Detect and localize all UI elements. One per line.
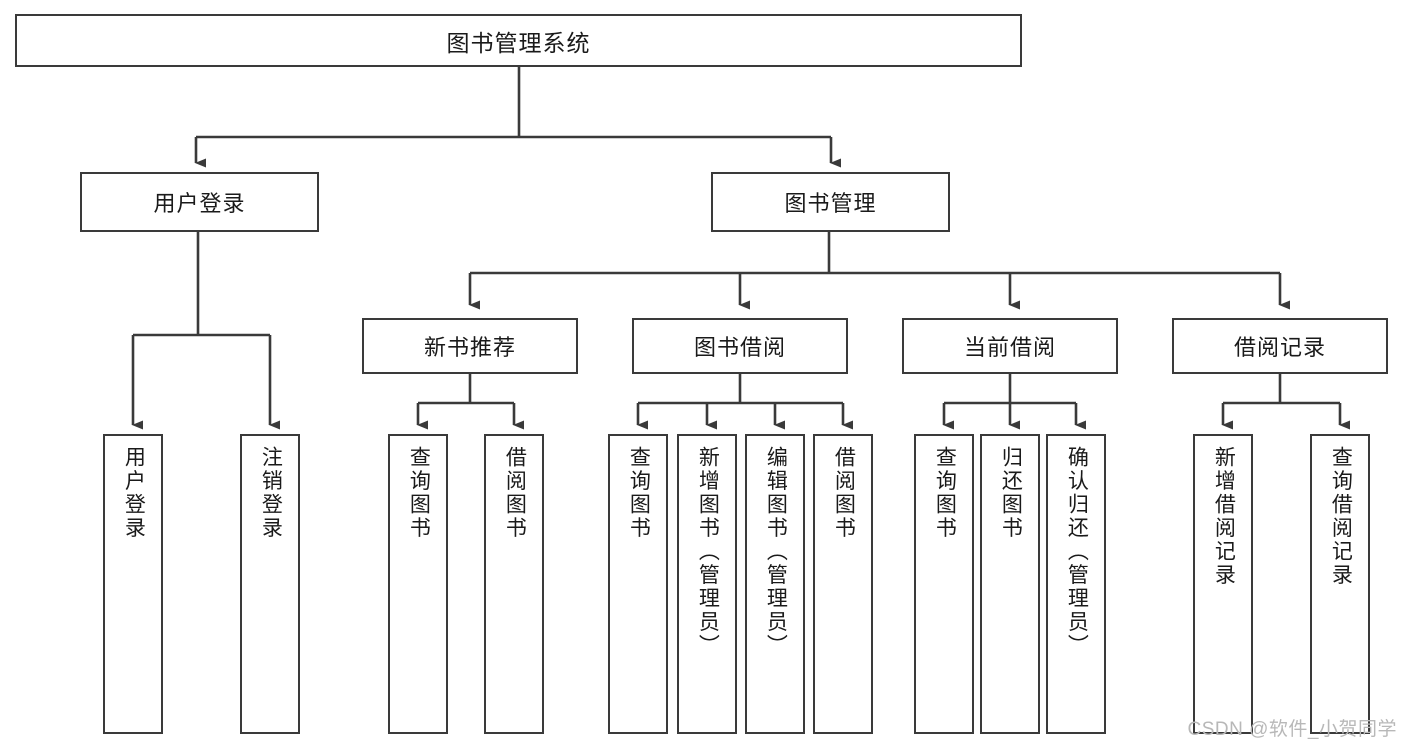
node-new-book-recommend[interactable]: 新书推荐 [362,318,578,374]
leaf-label: 查询图书 [627,446,651,540]
leaf-label: 编辑图书（管理员） [764,446,788,658]
leaf-record-add-record[interactable]: 新增借阅记录 [1193,434,1253,734]
leaf-label: 借阅图书 [503,446,527,540]
csdn-watermark: CSDN @软件_小贺同学 [1187,719,1397,740]
leaf-label: 注销登录 [259,446,283,540]
leaf-label: 查询图书 [933,446,957,540]
node-user-login-label: 用户登录 [153,191,246,216]
node-book-borrow-label: 图书借阅 [693,335,786,360]
leaf-label: 新增借阅记录 [1212,446,1236,587]
node-book-management[interactable]: 图书管理 [711,172,950,232]
leaf-borrow-query-book[interactable]: 查询图书 [608,434,668,734]
leaf-recommend-query-book[interactable]: 查询图书 [388,434,448,734]
leaf-label: 借阅图书 [832,446,856,540]
leaf-current-return-book[interactable]: 归还图书 [980,434,1040,734]
node-book-borrow[interactable]: 图书借阅 [632,318,848,374]
node-user-login[interactable]: 用户登录 [80,172,319,232]
leaf-current-query-book[interactable]: 查询图书 [914,434,974,734]
leaf-label: 用户登录 [122,446,146,540]
node-book-management-label: 图书管理 [784,191,877,216]
leaf-borrow-borrow-book[interactable]: 借阅图书 [813,434,873,734]
node-current-borrow-label: 当前借阅 [963,335,1056,360]
node-borrow-record[interactable]: 借阅记录 [1172,318,1388,374]
leaf-label: 查询图书 [407,446,431,540]
leaf-user-login-login[interactable]: 用户登录 [103,434,163,734]
leaf-label: 新增图书（管理员） [696,446,720,658]
leaf-record-query-record[interactable]: 查询借阅记录 [1310,434,1370,734]
node-root-system[interactable]: 图书管理系统 [15,14,1022,67]
leaf-label: 确认归还（管理员） [1065,446,1089,658]
node-root-label: 图书管理系统 [446,29,591,56]
leaf-borrow-edit-book-admin[interactable]: 编辑图书（管理员） [745,434,805,734]
leaf-recommend-borrow-book[interactable]: 借阅图书 [484,434,544,734]
leaf-borrow-add-book-admin[interactable]: 新增图书（管理员） [677,434,737,734]
leaf-label: 查询借阅记录 [1329,446,1353,587]
leaf-current-confirm-return-admin[interactable]: 确认归还（管理员） [1046,434,1106,734]
leaf-label: 归还图书 [999,446,1023,540]
leaf-user-login-logout[interactable]: 注销登录 [240,434,300,734]
node-new-book-recommend-label: 新书推荐 [423,335,516,360]
node-borrow-record-label: 借阅记录 [1233,335,1326,360]
node-current-borrow[interactable]: 当前借阅 [902,318,1118,374]
